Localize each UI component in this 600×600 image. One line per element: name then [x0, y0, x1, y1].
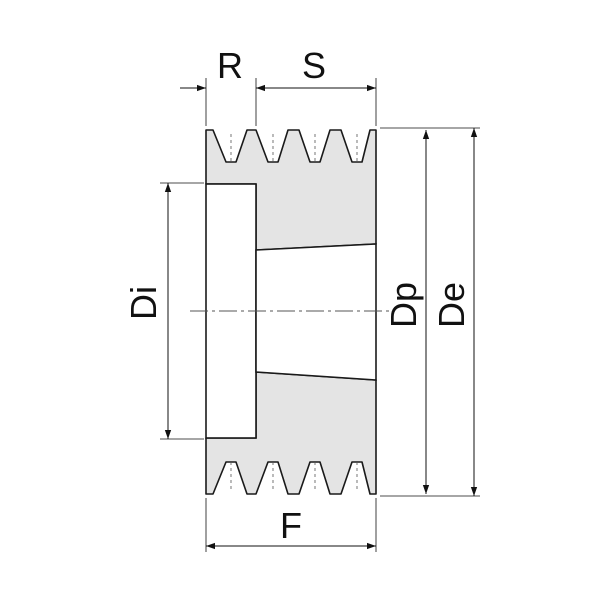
dimension-R: R [180, 45, 282, 92]
groove-detail-lines [230, 134, 358, 490]
tapered-bore [255, 243, 377, 381]
dimension-F: F [206, 505, 376, 550]
label-Dp: Dp [383, 282, 424, 328]
dimension-De: De [431, 128, 478, 496]
dimension-S: S [256, 45, 376, 92]
label-R: R [217, 45, 243, 86]
label-F: F [280, 505, 302, 546]
label-De: De [431, 282, 472, 328]
label-Di: Di [123, 286, 164, 320]
pulley-body-lower [205, 371, 377, 495]
dimension-Di: Di [123, 183, 172, 439]
label-S: S [302, 45, 326, 86]
dimension-Dp: Dp [383, 130, 430, 494]
